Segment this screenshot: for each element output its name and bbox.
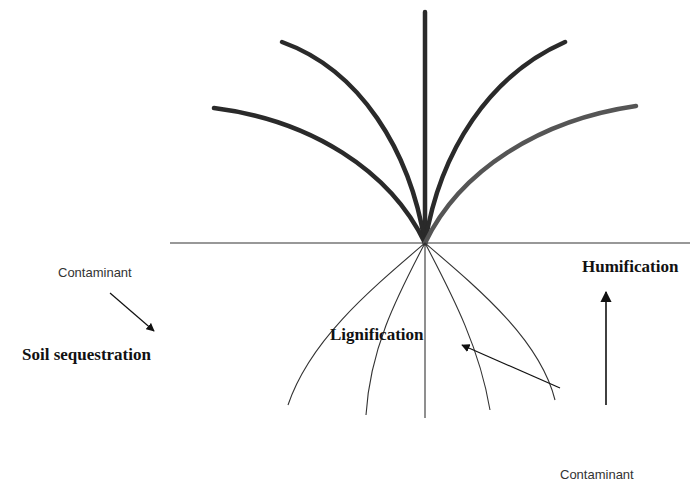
leader-arrows bbox=[110, 292, 606, 405]
process-label: Humification bbox=[582, 257, 678, 277]
contaminant-label: Contaminant bbox=[58, 266, 132, 281]
ground-line bbox=[170, 242, 690, 243]
contaminant-label: Contaminant bbox=[560, 468, 634, 483]
plant-roots bbox=[288, 243, 555, 418]
process-label: Lignification bbox=[330, 325, 424, 345]
process-label: Soil sequestration bbox=[22, 345, 151, 365]
plant-stems bbox=[214, 12, 636, 243]
